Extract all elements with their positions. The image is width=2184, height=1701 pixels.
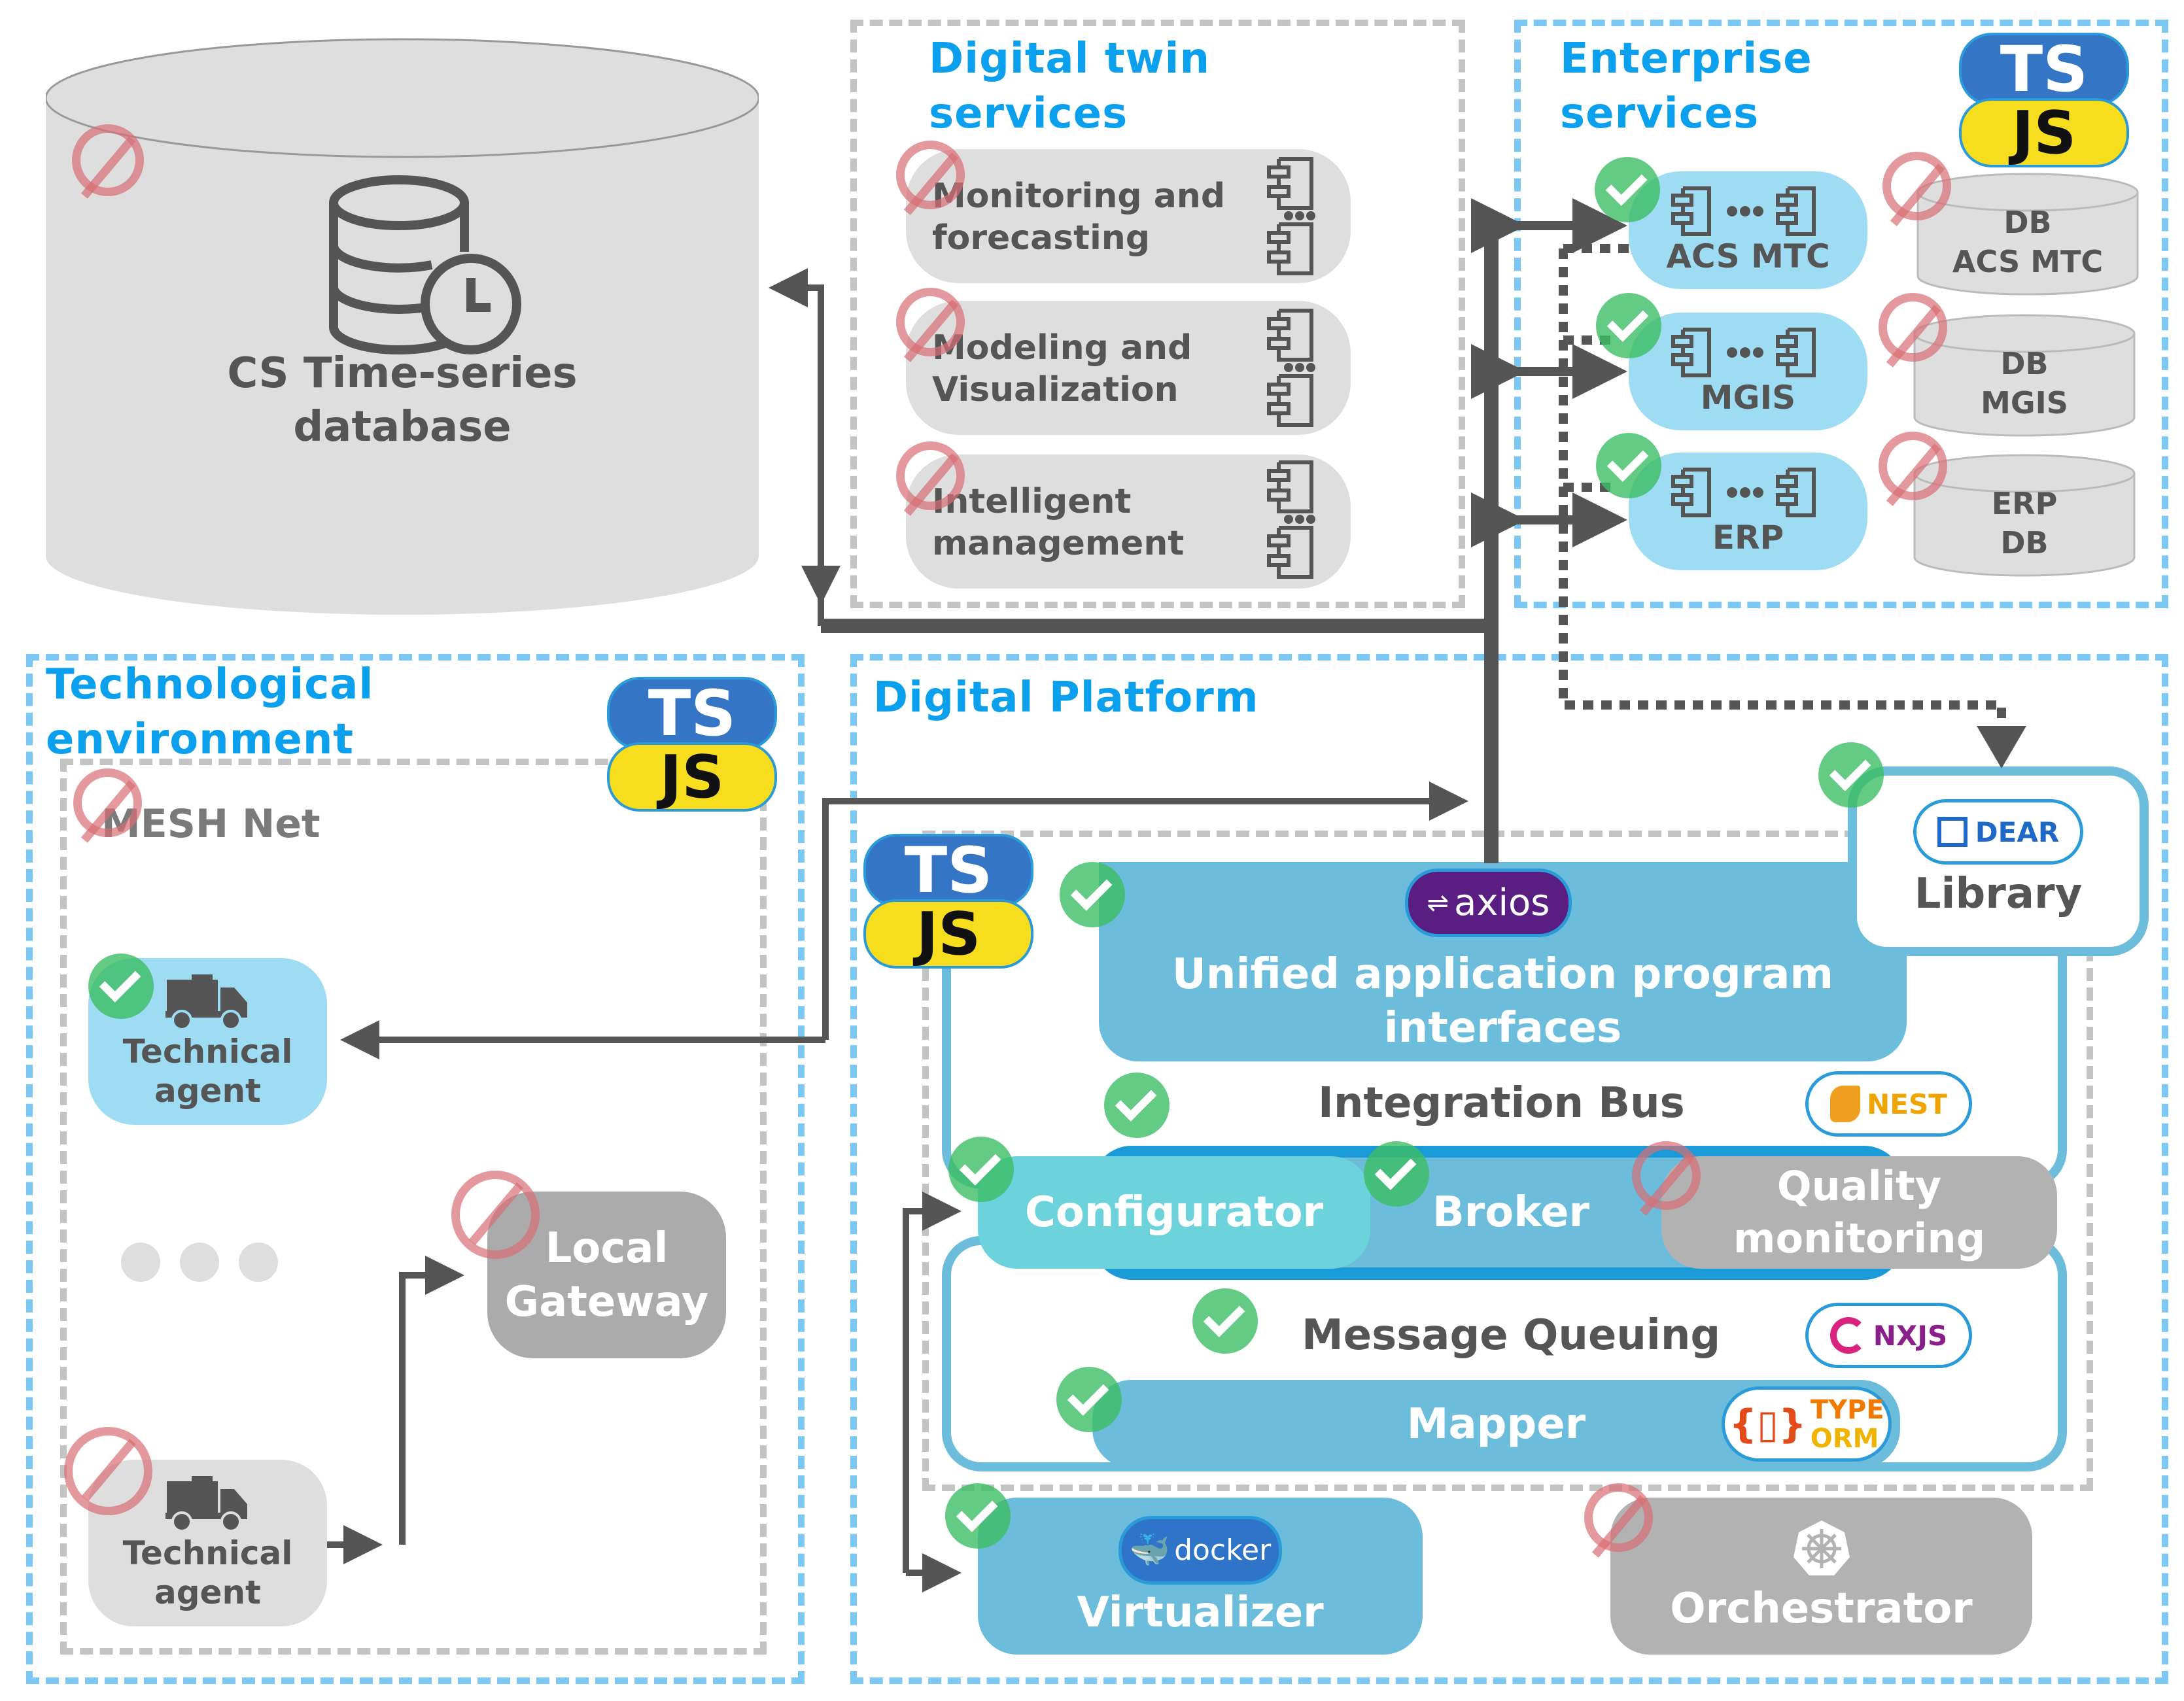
service-monitoring-forecasting[interactable]: Monitoring and forecasting (906, 149, 1351, 283)
mesh-net-group (60, 759, 767, 1655)
typescript-badge: TS (607, 677, 777, 750)
db-twin-arrow (769, 268, 824, 626)
ok-check-icon (1192, 1288, 1258, 1354)
component-pair-icon (1671, 328, 1816, 377)
ok-check-icon (1595, 157, 1660, 222)
unavailable-icon (64, 1427, 152, 1515)
ok-check-icon (1104, 1073, 1170, 1138)
service-modeling-visualization[interactable]: Modeling and Visualization (906, 301, 1351, 435)
unavailable-icon (1879, 293, 1947, 362)
digital-twin-services-group (850, 20, 1465, 608)
orchestrator[interactable]: Orchestrator (1610, 1498, 2032, 1655)
unavailable-icon (896, 141, 965, 209)
tech-env-title: Technological environment (46, 661, 374, 764)
dear-logo: DEAR (1913, 799, 2083, 865)
more-agents-ellipsis (121, 1243, 285, 1285)
digital-twin-title: Digital twin services (929, 35, 1211, 138)
component-icon (1267, 157, 1315, 275)
configurator[interactable]: Configurator (978, 1156, 1370, 1269)
message-queuing-label: Message Queuing (1302, 1311, 1721, 1360)
unavailable-icon (72, 124, 144, 196)
service-mgis[interactable]: MGIS (1629, 313, 1867, 430)
unavailable-icon (1882, 152, 1951, 220)
virtualizer[interactable]: 🐳docker Virtualizer (978, 1498, 1423, 1655)
javascript-badge: JS (607, 742, 777, 812)
ok-check-icon (1060, 862, 1125, 927)
typescript-badge: TS (1959, 33, 2129, 106)
kubernetes-helm-icon (1793, 1521, 1850, 1575)
truck-icon (165, 974, 247, 1031)
unavailable-icon (896, 441, 965, 510)
unavailable-icon (73, 768, 142, 837)
platform-core-group (922, 831, 2093, 1491)
unavailable-icon (1632, 1141, 1701, 1210)
service-acs-mtc[interactable]: ACS MTC (1629, 171, 1867, 289)
service-erp[interactable]: ERP (1629, 453, 1867, 570)
technological-environment-group (26, 654, 805, 1684)
database-label: CS Time-series (227, 349, 578, 398)
component-pair-icon (1671, 468, 1816, 517)
unavailable-icon (896, 288, 965, 356)
cylinder-shape (46, 38, 759, 615)
ok-check-icon (1818, 742, 1884, 808)
ok-check-icon (1364, 1141, 1429, 1207)
database-clock-icon (329, 175, 521, 354)
ts-js-badge: TS JS (607, 677, 777, 812)
ok-check-icon (88, 954, 154, 1019)
ts-js-badge: TS JS (863, 834, 1033, 969)
unavailable-icon (1584, 1483, 1653, 1552)
ok-check-icon (945, 1483, 1011, 1549)
technical-agent-active[interactable]: Technical agent (88, 958, 327, 1125)
unavailable-icon (451, 1171, 540, 1259)
component-icon (1267, 309, 1315, 427)
docker-logo: 🐳docker (1118, 1515, 1282, 1585)
library[interactable]: DEAR Library (1848, 766, 2149, 956)
typescript-badge: TS (863, 834, 1033, 907)
digital-platform-title: Digital Platform (873, 674, 1259, 722)
digital-platform-group (850, 654, 2168, 1684)
axios-logo: ⇌axios (1405, 868, 1572, 937)
ok-check-icon (1596, 433, 1661, 498)
typeorm-logo: {▯} TYPE ORM (1722, 1386, 1892, 1462)
javascript-badge: JS (863, 899, 1033, 969)
javascript-badge: JS (1959, 98, 2129, 167)
ok-check-icon (948, 1137, 1014, 1202)
quality-monitoring[interactable]: Quality monitoring (1661, 1156, 2057, 1269)
ok-check-icon (1056, 1367, 1122, 1432)
component-pair-icon (1671, 186, 1816, 236)
nest-logo: NEST (1805, 1071, 1972, 1137)
component-icon (1267, 460, 1315, 579)
enterprise-title: Enterprise services (1560, 35, 1812, 138)
nxjs-logo: NXJS (1805, 1303, 1972, 1368)
integration-bus-label: Integration Bus (1318, 1079, 1685, 1127)
timeseries-database[interactable]: CS Time-series database (46, 26, 759, 615)
unavailable-icon (1879, 432, 1947, 500)
truck-icon (165, 1475, 247, 1532)
ok-check-icon (1596, 293, 1661, 358)
database-label: database (293, 403, 511, 451)
broker[interactable]: Broker (1432, 1188, 1590, 1237)
ts-js-badge: TS JS (1959, 33, 2129, 167)
